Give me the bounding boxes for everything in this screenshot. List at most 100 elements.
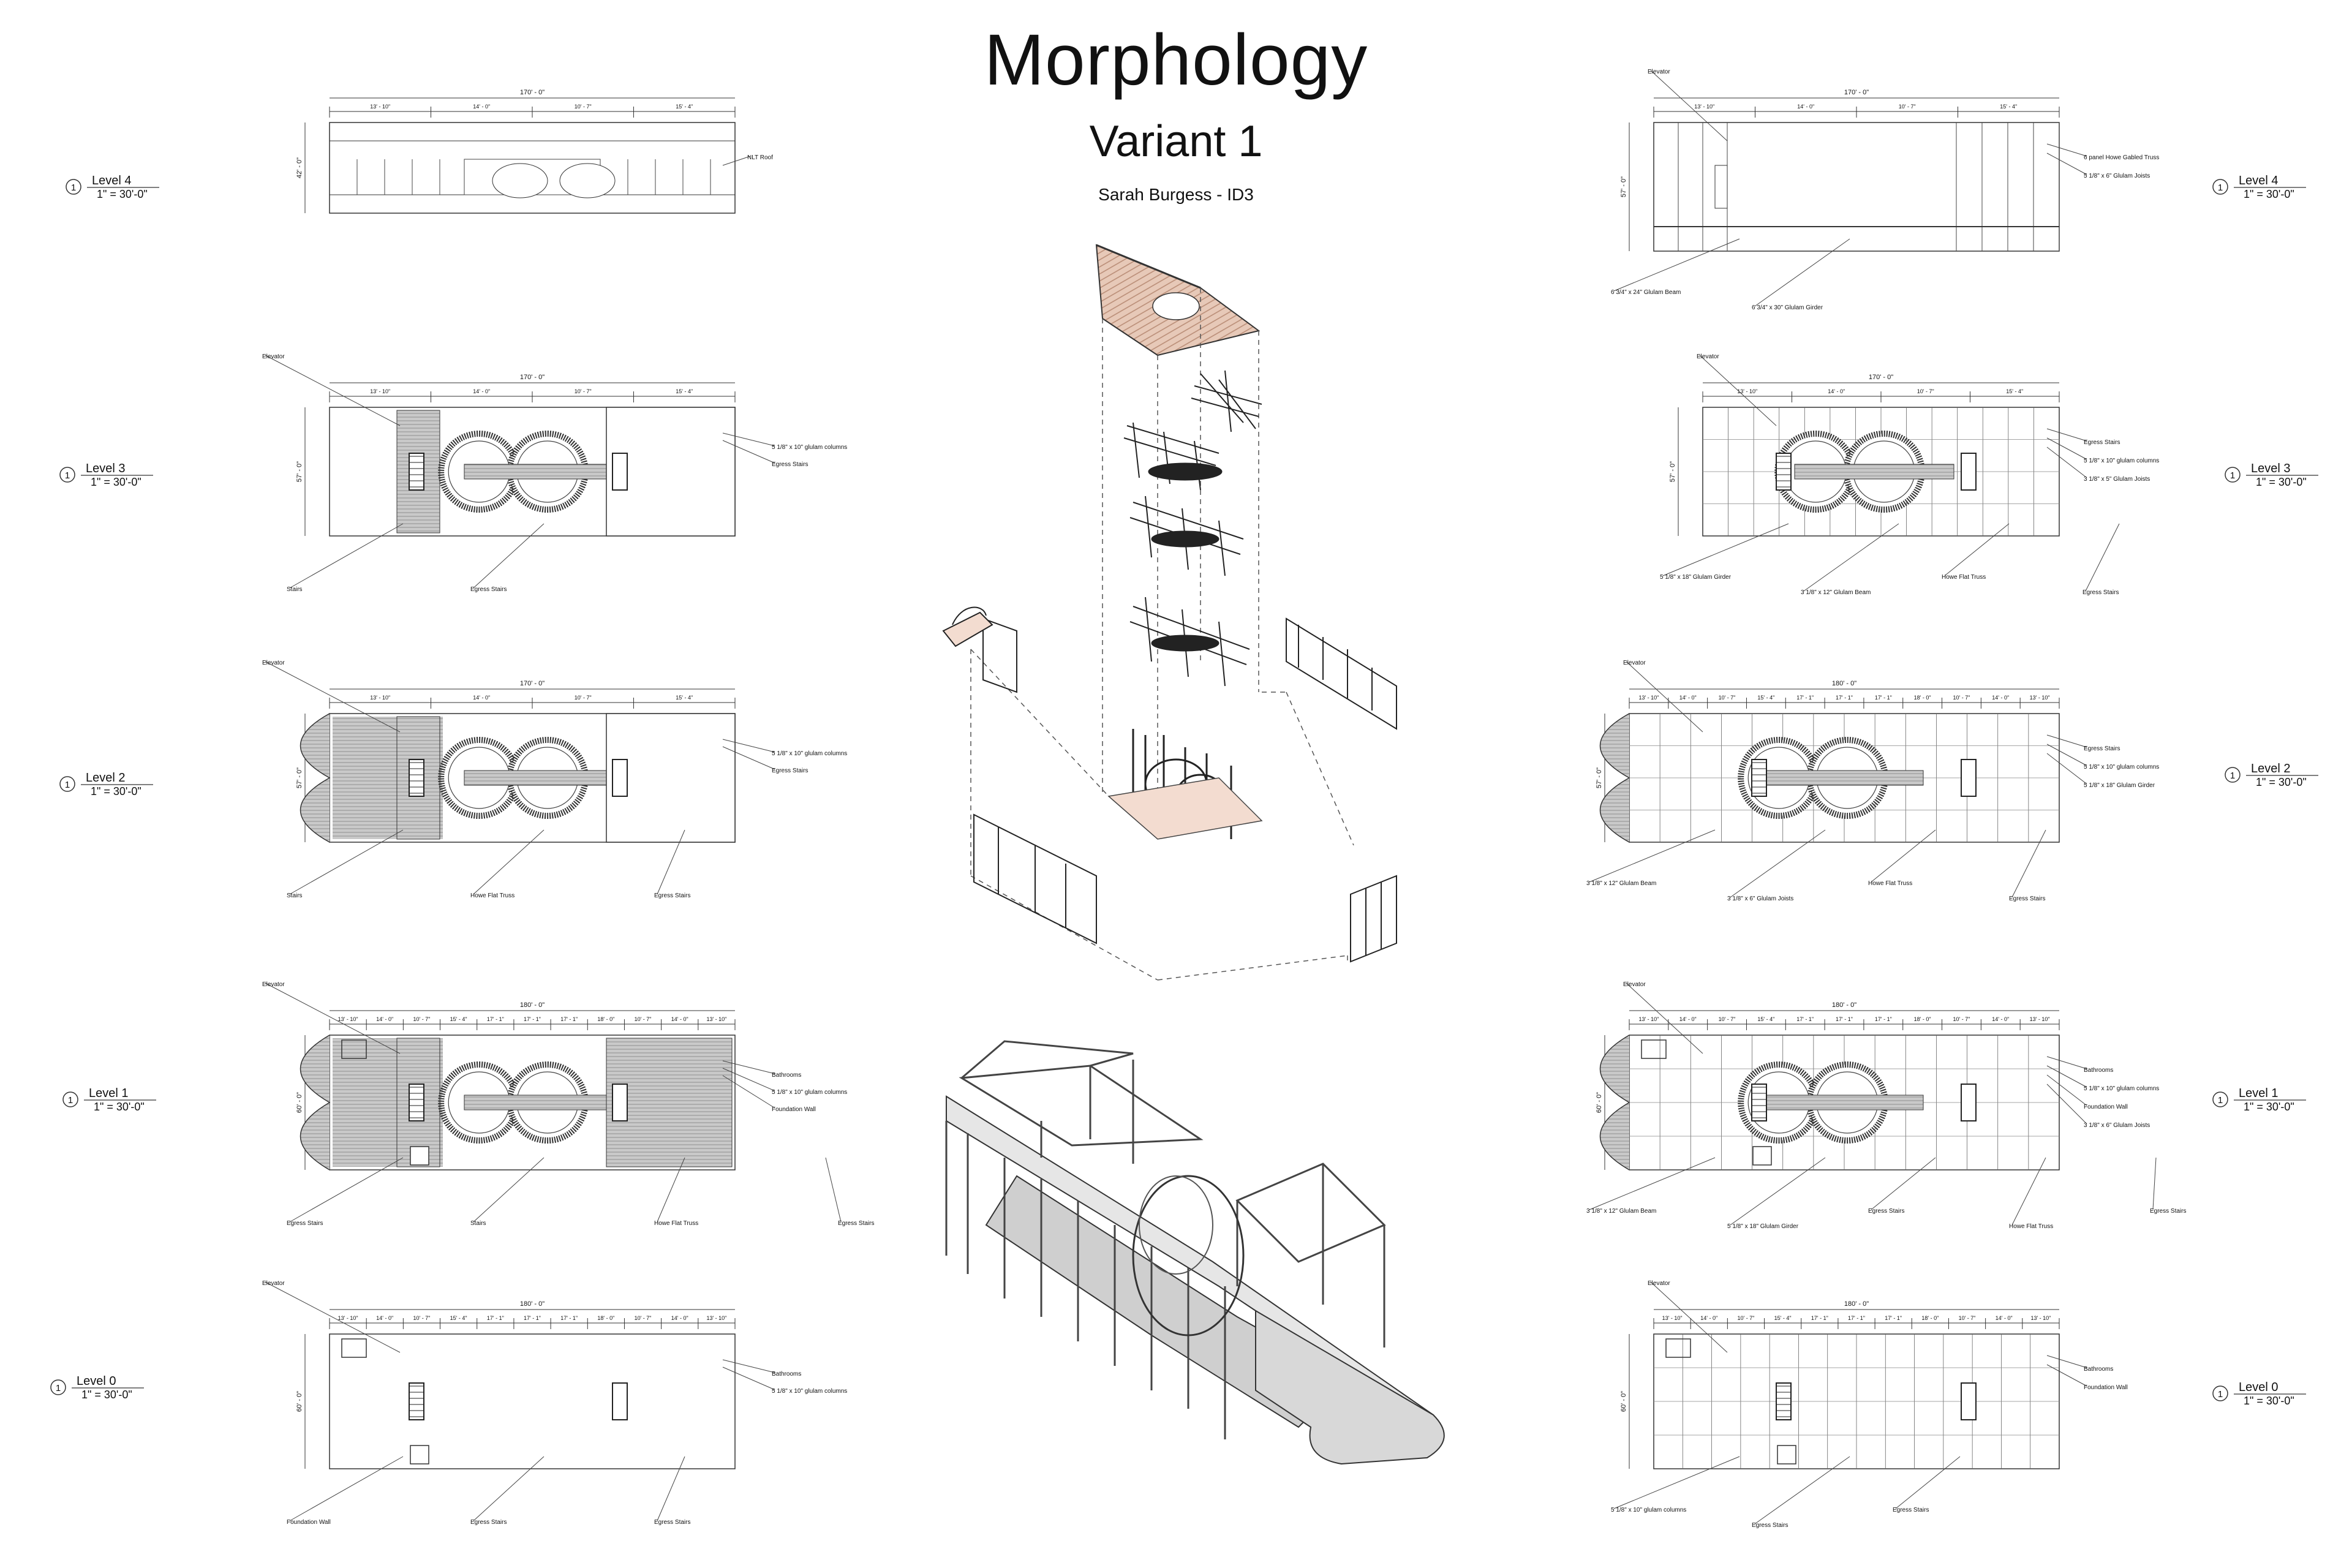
leader-line: [722, 746, 775, 770]
segment-dimension: 17' - 1": [1875, 1016, 1892, 1022]
annotation-label: 5 1/8" x 18" Glulam Girder: [1660, 574, 1732, 581]
segment-dimension: 10' - 7": [575, 104, 592, 110]
segment-dimension: 15' - 4": [450, 1315, 467, 1321]
annotation-label: Elevator: [262, 353, 285, 360]
egress-stair-core: [1776, 1382, 1792, 1420]
annotation: NLT Roof: [722, 154, 773, 166]
annotation-label: Egress Stairs: [1752, 1522, 1788, 1529]
annotation-label: 3 1/8" x 6" Glulam Joists: [2084, 1122, 2150, 1129]
annotation: Foundation Wall: [2046, 1074, 2128, 1110]
segment-dimension: 10' - 7": [1917, 388, 1934, 394]
overall-dimension: 180' - 0": [1832, 1001, 1856, 1009]
annotation: 5 1/8" x 10" glulam columns: [2046, 744, 2159, 771]
annotation: 5 1/8" x 18" Glulam Girder: [2046, 753, 2155, 789]
segment-dimension: 13' - 10": [370, 695, 390, 701]
segment-dimension: 15' - 4": [676, 695, 693, 701]
elevator-core: [1777, 1445, 1796, 1464]
leader-line: [1589, 1157, 1716, 1210]
annotation-label: Foundation Wall: [2084, 1384, 2128, 1391]
segment-dimension: 17' - 1": [1836, 1016, 1853, 1022]
elevator-core: [410, 1445, 429, 1464]
ground-slab: [1107, 777, 1263, 840]
segment-dimension: 13' - 10": [370, 104, 390, 110]
segment-dimension: 18' - 0": [1914, 695, 1931, 701]
level-scale: 1" = 30'-0": [91, 476, 141, 488]
annotation-label: Egress Stairs: [772, 461, 808, 468]
segment-dimension: 14' - 0": [376, 1315, 393, 1321]
segment-dimension: 10' - 7": [413, 1016, 430, 1022]
annotation: Egress Stairs: [722, 746, 808, 774]
annotation: Egress Stairs: [1893, 1456, 1961, 1513]
level-scale: 1" = 30'-0": [94, 1101, 145, 1113]
annotation-label: 5 1/8" x 10" glulam columns: [2084, 764, 2159, 771]
leader-line: [2046, 1084, 2087, 1125]
leader-line: [2046, 1074, 2087, 1106]
bridge: [464, 1095, 624, 1110]
annotation-label: Bathrooms: [772, 1371, 801, 1378]
leader-line: [265, 355, 401, 426]
segment-dimension: 14' - 0": [473, 104, 490, 110]
annotation-label: Howe Flat Truss: [1942, 574, 1986, 581]
elevator-core: [1714, 165, 1728, 209]
annotation-label: Foundation Wall: [2084, 1104, 2128, 1110]
bridge: [1794, 464, 1954, 480]
annotation: Howe Flat Truss: [2009, 1157, 2053, 1230]
leader-line: [2046, 1056, 2087, 1069]
level-marker: [59, 776, 75, 792]
leader-line: [722, 739, 775, 753]
segment-dimension: 17' - 1": [560, 1315, 578, 1321]
leader-line: [657, 1157, 685, 1223]
level-marker-number: 1: [65, 780, 70, 790]
level-name: Level 2: [2251, 762, 2291, 775]
roof-component: [1095, 244, 1261, 356]
annotation: Egress Stairs: [2082, 523, 2120, 596]
floor-slabs: [1148, 462, 1223, 652]
bridge: [1763, 1095, 1924, 1110]
annotation: 3 1/8" x 12" Glulam Beam: [1586, 1157, 1716, 1215]
annotation: Egress Stairs: [2046, 734, 2120, 752]
annotation: Elevator: [262, 660, 401, 733]
segment-dimension: 13' - 10": [338, 1315, 358, 1321]
annotation: 6 3/4" x 24" Glulam Beam: [1611, 238, 1740, 296]
egress-stair-core: [1961, 759, 1977, 797]
sheet-author: Sarah Burgess - ID3: [1098, 185, 1254, 204]
segment-dimension: 14' - 0": [473, 388, 490, 394]
level-marker-number: 1: [2218, 1095, 2223, 1106]
segment-dimension: 13' - 10": [1694, 104, 1714, 110]
exploded-axonometric: [942, 244, 1397, 981]
segment-dimension: 15' - 4": [676, 104, 693, 110]
segment-dimension: 15' - 4": [1757, 1016, 1774, 1022]
segment-dimension: 15' - 4": [2000, 104, 2017, 110]
segment-dimension: 15' - 4": [450, 1016, 467, 1022]
segment-dimension: 17' - 1": [487, 1016, 504, 1022]
leader-line: [2011, 829, 2046, 898]
plan-outline: [1653, 122, 2060, 252]
elevator-core: [1752, 1146, 1772, 1166]
annotation: Elevator: [1697, 353, 1777, 426]
leader-line: [1895, 1456, 1961, 1509]
level-scale: 1" = 30'-0": [97, 188, 148, 200]
segment-dimension: 17' - 1": [1885, 1315, 1902, 1321]
bridge: [464, 770, 624, 786]
overall-dimension: 170' - 0": [520, 89, 545, 96]
overall-dimension: 170' - 0": [1869, 374, 1893, 381]
leader-line: [1613, 1456, 1740, 1509]
leader-line: [2046, 447, 2087, 478]
annotation-label: 6 3/4" x 24" Glulam Beam: [1611, 289, 1681, 296]
annotation-label: 5 1/8" x 10" glulam columns: [1611, 1507, 1686, 1513]
dimension-string: 180' - 0"13' - 10"14' - 0"10' - 7"15' - …: [1629, 1001, 2060, 1030]
segment-dimension: 18' - 0": [1921, 1315, 1939, 1321]
dimension-string: 180' - 0"13' - 10"14' - 0"10' - 7"15' - …: [329, 1001, 736, 1030]
segment-dimension: 10' - 7": [635, 1315, 652, 1321]
level-scale: 1" = 30'-0": [2244, 188, 2294, 200]
leader-line: [2085, 523, 2120, 592]
